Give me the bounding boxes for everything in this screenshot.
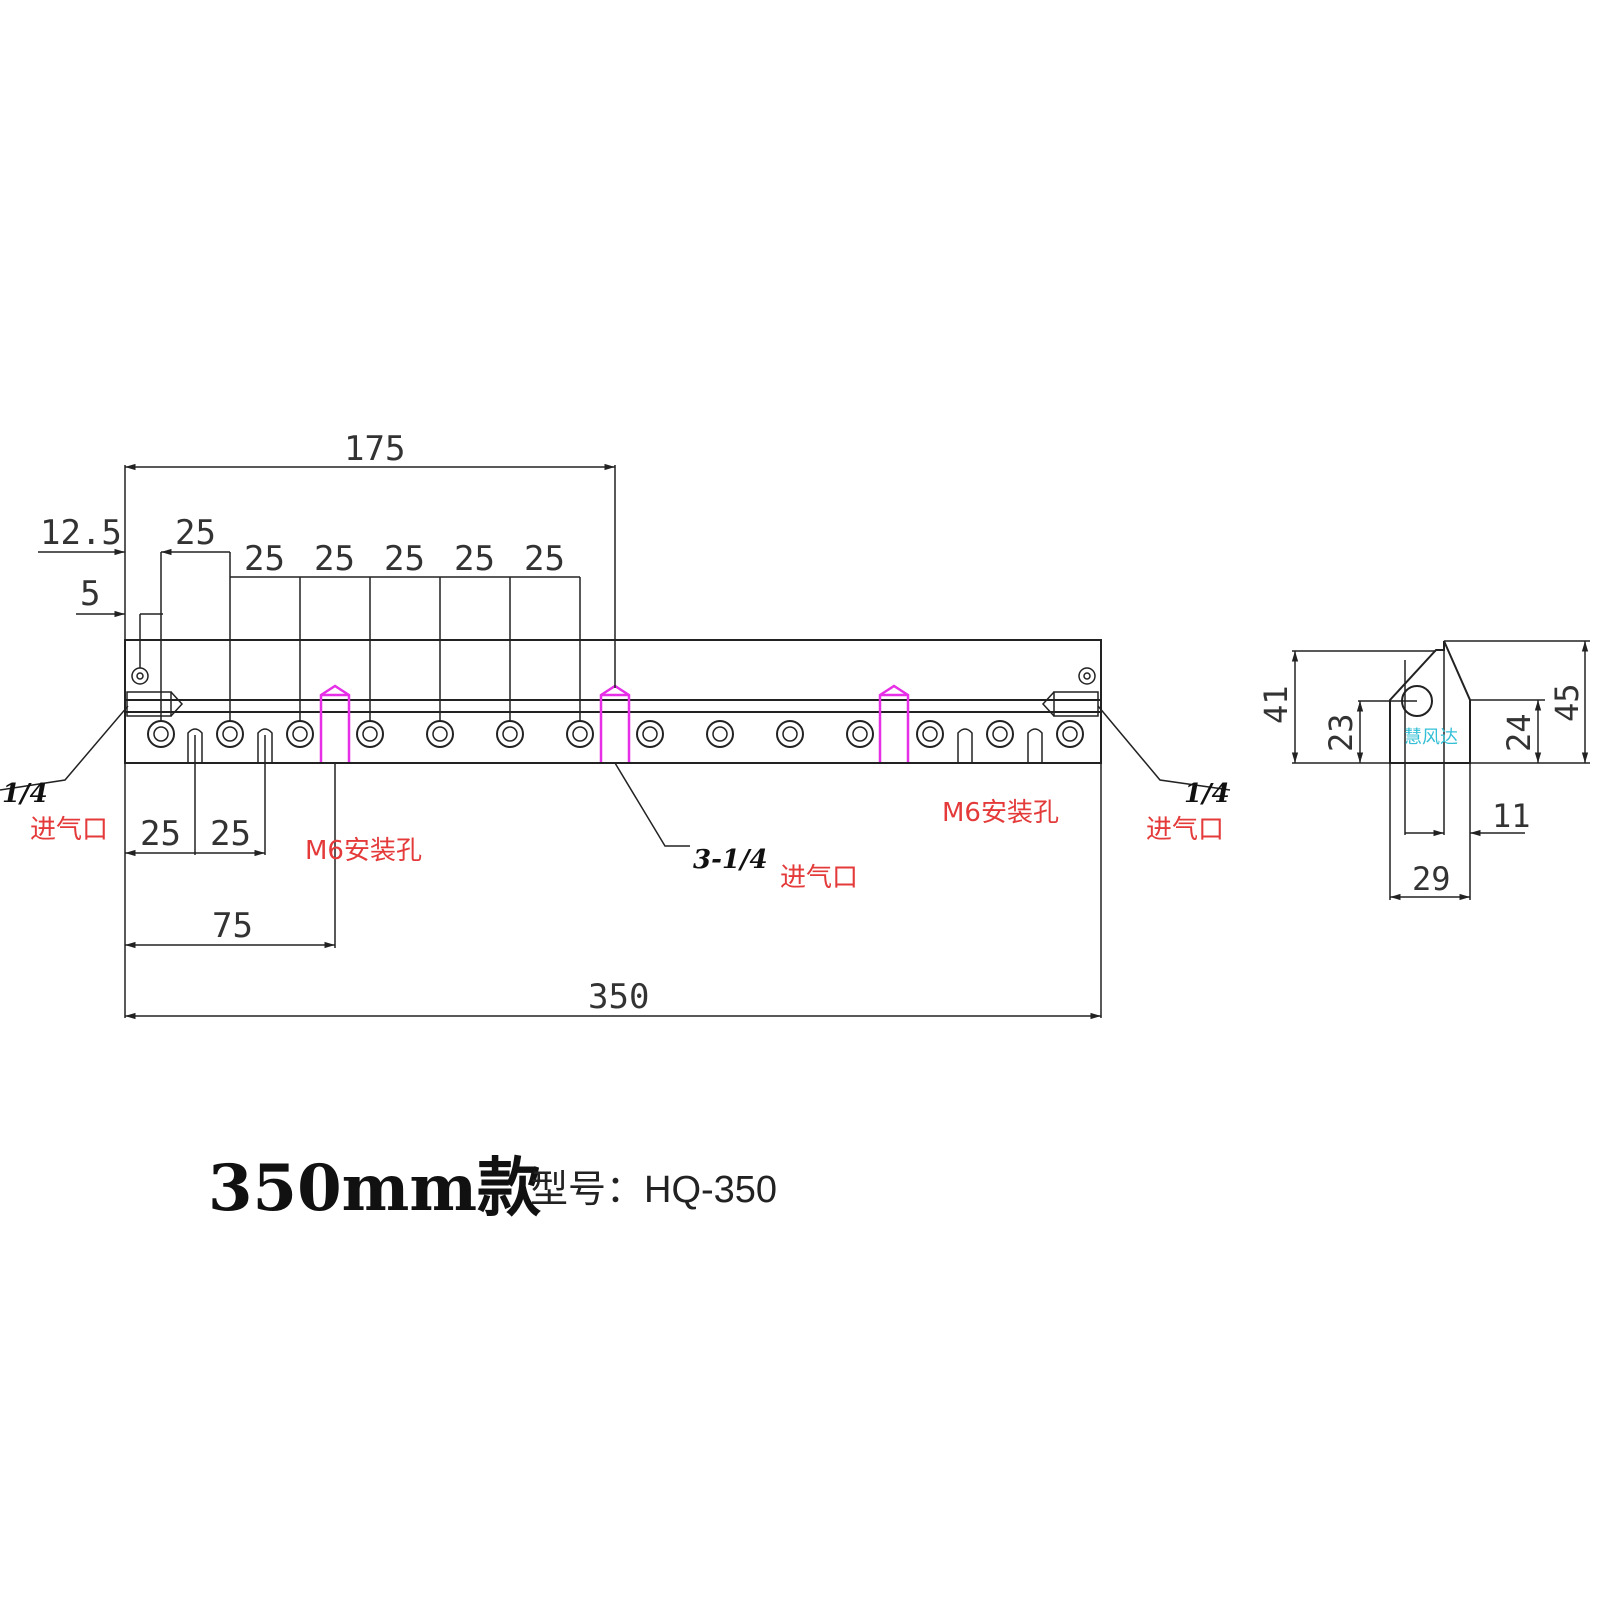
dimension-175: 175 [124, 429, 616, 688]
dim-350-label: 350 [588, 977, 649, 1017]
hole-7 [566, 720, 594, 748]
hole-13 [986, 720, 1014, 748]
hole-2 [216, 720, 244, 748]
dim-25-label-6: 25 [524, 539, 565, 579]
dim-175-label: 175 [344, 429, 405, 469]
dim-24-label: 24 [1500, 713, 1538, 752]
dim-25-label-5: 25 [454, 539, 495, 579]
right-port-label: 进气口 [1146, 815, 1224, 845]
watermark: 慧风达 [1404, 727, 1458, 748]
port-center-magenta [599, 684, 631, 762]
dimension-350: 350 [125, 763, 1102, 1020]
hole-11 [846, 720, 874, 748]
left-end-fitting [126, 667, 184, 717]
dim-25-label-4: 25 [384, 539, 425, 579]
dim-25-label-2: 25 [244, 539, 285, 579]
right-port-size: 1/4 [1184, 779, 1230, 809]
right-end-fitting [1041, 667, 1099, 717]
center-port-label: 进气口 [780, 863, 858, 893]
dim-25-bottom-2: 25 [210, 814, 251, 854]
hole-10 [776, 720, 804, 748]
hole-1 [147, 720, 175, 748]
hole-14 [1056, 720, 1084, 748]
slot-2 [257, 728, 273, 763]
dim-45-label: 45 [1548, 683, 1586, 722]
mounting-holes [147, 720, 1084, 748]
slot-3 [957, 728, 973, 763]
dim-25-bottom-1: 25 [140, 814, 181, 854]
dim-11-label: 11 [1492, 797, 1531, 835]
slot-1 [187, 728, 203, 763]
left-port-label: 进气口 [30, 815, 108, 845]
hole-4 [356, 720, 384, 748]
center-port-callout: 3-1/4 进气口 [614, 762, 858, 893]
front-view: 175 12.5 5 25 25 25 25 2 [0, 429, 1231, 1020]
dim-5-label: 5 [80, 574, 100, 614]
left-port-size: 1/4 [2, 779, 48, 809]
air-knife-body [124, 639, 1102, 764]
slots [187, 728, 1043, 763]
dim-29-label: 29 [1412, 860, 1451, 898]
right-port-callout: 1/4 进气口 [1097, 705, 1231, 845]
center-port-size: 3-1/4 [693, 845, 768, 875]
side-view: 41 23 24 45 11 29 慧风达 [1257, 640, 1590, 901]
port-left-magenta [319, 684, 351, 762]
hole-9 [706, 720, 734, 748]
dimension-5: 5 [76, 574, 163, 668]
dim-23-label: 23 [1322, 713, 1360, 752]
hole-6 [496, 720, 524, 748]
dimension-12-5: 12.5 [38, 513, 230, 722]
dimension-chain-25: 25 25 25 25 25 25 [175, 513, 581, 722]
hole-5 [426, 720, 454, 748]
left-port-callout: 1/4 进气口 [0, 705, 129, 845]
mount-hole-left-label: M6安装孔 [305, 836, 422, 866]
dim-75-label: 75 [212, 906, 253, 946]
dim-25-label-1: 25 [175, 513, 216, 553]
dim-12-5-label: 12.5 [40, 513, 122, 553]
dimension-75: 75 [125, 762, 336, 949]
dimension-bottom-25: 25 25 [124, 735, 266, 1018]
hole-8 [636, 720, 664, 748]
model-number: 型号：HQ-350 [530, 1169, 777, 1211]
port-right-magenta [878, 684, 910, 762]
slot-4 [1027, 728, 1043, 763]
dim-41-label: 41 [1257, 685, 1295, 724]
hole-3 [286, 720, 314, 748]
mount-hole-right-label: M6安装孔 [942, 798, 1059, 828]
hole-12 [916, 720, 944, 748]
product-title: 350mm款 [208, 1151, 541, 1226]
dim-25-label-3: 25 [314, 539, 355, 579]
